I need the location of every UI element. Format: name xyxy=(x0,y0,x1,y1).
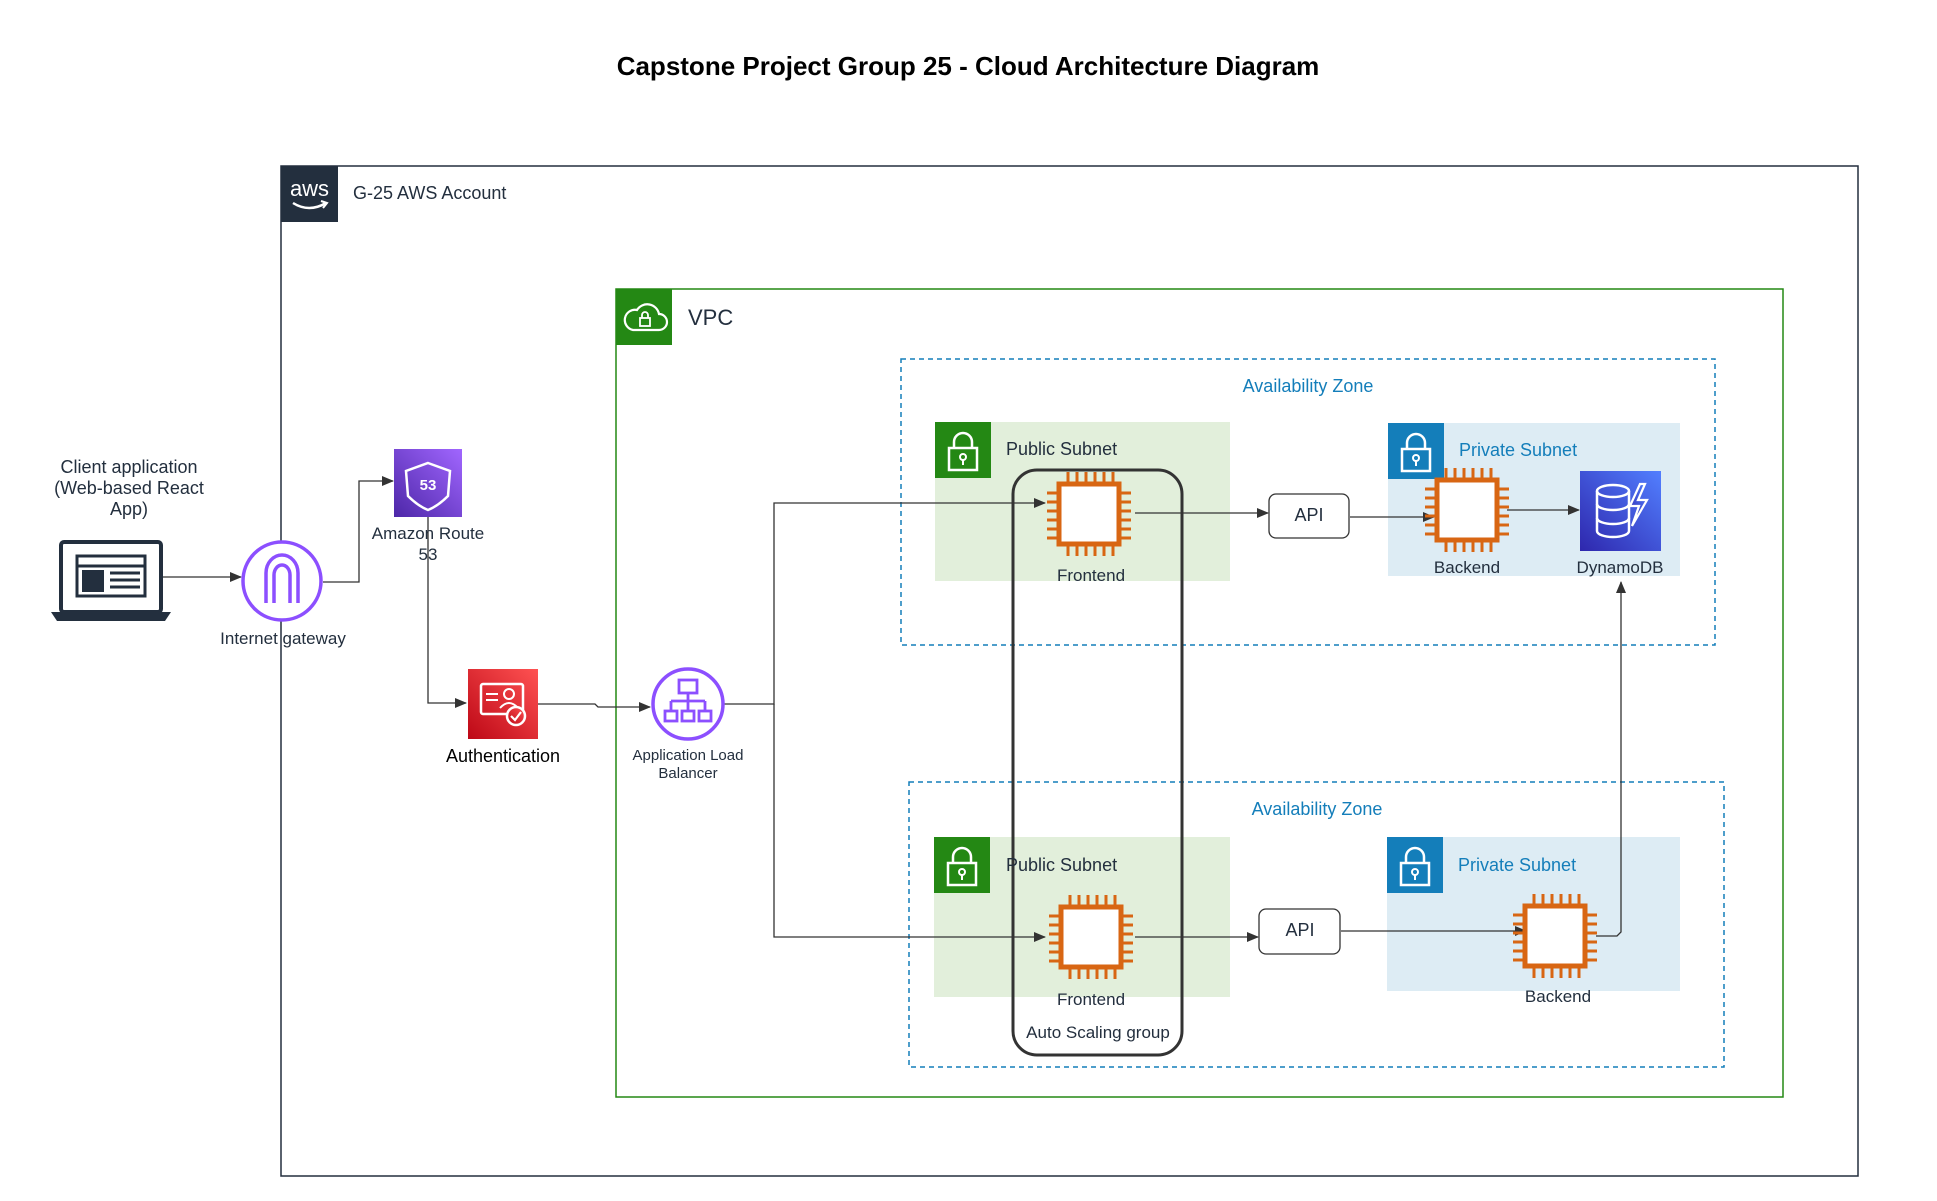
private-subnet-label: Private Subnet xyxy=(1458,855,1577,875)
route53-icon: 53 xyxy=(394,449,462,517)
internet-gateway-icon xyxy=(241,540,323,622)
route53-label-line: 53 xyxy=(418,545,438,564)
vpc-group xyxy=(615,288,1784,1098)
availability-zone-1 xyxy=(900,358,1716,646)
availability-zone-label: Availability Zone xyxy=(1242,376,1374,396)
connectors xyxy=(162,476,1626,942)
laptop-icon xyxy=(51,540,171,621)
public-subnet-label: Public Subnet xyxy=(1006,439,1118,459)
load-balancer-icon xyxy=(651,667,725,741)
aws-logo-icon: aws xyxy=(281,166,338,222)
diagram-title: Capstone Project Group 25 - Cloud Archit… xyxy=(616,51,1320,81)
frontend-ec2-icon xyxy=(1049,895,1133,979)
backend-ec2-icon xyxy=(1425,468,1509,552)
client-label-line: Client application xyxy=(60,457,198,477)
load-balancer-label-line: Balancer xyxy=(658,765,718,782)
client-label-line: App) xyxy=(109,499,149,519)
route53-label: Amazon Route 53 xyxy=(372,523,484,565)
api-box xyxy=(1258,908,1341,955)
private-subnet-lock-icon xyxy=(1385,835,1445,895)
frontend-label: Frontend xyxy=(1056,566,1126,585)
api-label: API xyxy=(1285,920,1315,940)
availability-zone-label: Availability Zone xyxy=(1251,799,1383,819)
private-subnet-lock-icon xyxy=(1386,421,1446,481)
dynamodb-label: DynamoDB xyxy=(1576,558,1664,577)
vpc-label: VPC xyxy=(688,305,734,330)
frontend-label: Frontend xyxy=(1056,990,1126,1009)
client-application-label: Client application (Web-based React App) xyxy=(54,457,204,520)
public-subnet-lock-icon xyxy=(932,835,992,895)
auto-scaling-group xyxy=(1011,468,1184,1057)
public-subnet-label: Public Subnet xyxy=(1006,855,1118,875)
backend-label: Backend xyxy=(1524,987,1592,1006)
svg-text:aws: aws xyxy=(290,176,329,201)
private-subnet-label: Private Subnet xyxy=(1459,440,1578,460)
api-box xyxy=(1268,493,1350,539)
authentication-icon xyxy=(468,669,538,739)
auto-scaling-group-label: Auto Scaling group xyxy=(1026,1023,1170,1042)
client-label-line: (Web-based React xyxy=(54,478,204,498)
public-subnet-lock-icon xyxy=(933,420,993,480)
frontend-ec2-icon xyxy=(1047,472,1131,556)
availability-zone-2 xyxy=(908,781,1725,1068)
svg-text:53: 53 xyxy=(420,477,437,494)
vpc-cloud-icon xyxy=(616,289,672,345)
aws-account-group xyxy=(280,165,1859,1177)
api-label: API xyxy=(1294,505,1324,525)
internet-gateway-label: Internet gateway xyxy=(220,629,346,648)
aws-account-label: G-25 AWS Account xyxy=(353,183,507,203)
load-balancer-label-line: Application Load xyxy=(632,747,744,764)
dynamodb-icon xyxy=(1580,471,1661,551)
load-balancer-label: Application Load Balancer xyxy=(633,747,744,783)
route53-label-line: Amazon Route xyxy=(371,524,485,543)
backend-label: Backend xyxy=(1433,558,1501,577)
backend-ec2-icon xyxy=(1513,894,1597,978)
authentication-label: Authentication xyxy=(445,746,561,766)
